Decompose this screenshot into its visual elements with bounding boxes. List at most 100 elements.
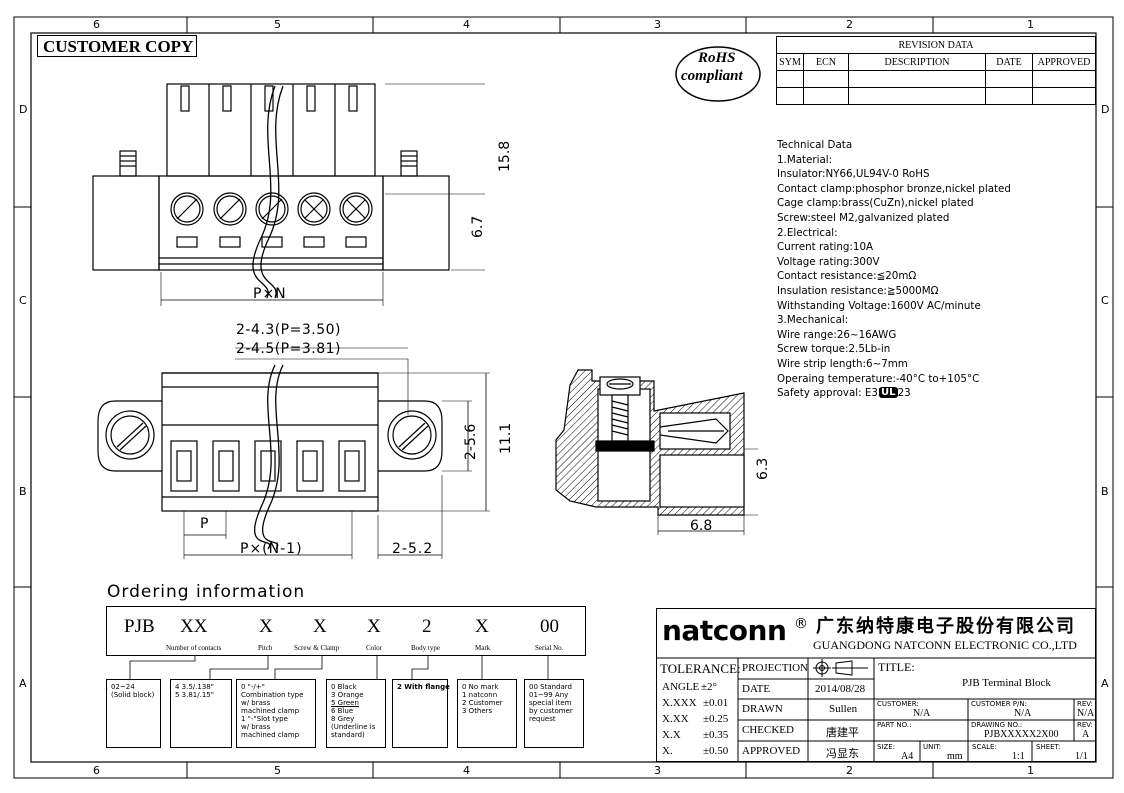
tol-0-val: ±0.50 xyxy=(703,745,729,757)
drawing-no-label: DRAWING NO.: xyxy=(971,721,1023,729)
tol-0: X. xyxy=(662,745,673,757)
option-line: 01~99 Any xyxy=(529,691,569,699)
row-mark-c: C xyxy=(19,294,27,307)
scale-value: 1:1 xyxy=(1012,751,1025,762)
customer-copy-label: CUSTOMER COPY xyxy=(37,35,197,57)
tech-line: 1.Material: xyxy=(777,153,833,166)
dim-hole-1: 2-4.3(P=3.50) xyxy=(236,322,341,338)
rev-row xyxy=(776,87,1096,105)
revision-table: REVISION DATA SYM ECN DESCRIPTION DATE A… xyxy=(776,36,1096,105)
tech-line: Wire strip length:6~7mm xyxy=(777,357,908,370)
option-line: standard) xyxy=(331,731,365,739)
section-view-drawing xyxy=(555,369,758,535)
col-mark-2: 2 xyxy=(846,18,853,31)
col-mark-2b: 2 xyxy=(846,764,853,777)
option-contacts: 02~24 (Solid block) xyxy=(106,679,161,748)
unit-label: UNIT: xyxy=(923,743,942,751)
company-en: GUANGDONG NATCONN ELECTRONIC CO.,LTD xyxy=(813,638,1077,652)
ul-mark-icon: UL xyxy=(879,387,898,398)
tol-3-val: ±0.01 xyxy=(703,697,729,709)
option-line: w/ brass xyxy=(241,699,271,707)
dim-section-w: 6.8 xyxy=(690,518,713,534)
rev-value-2: A xyxy=(1082,729,1090,740)
col-mark-3b: 3 xyxy=(654,764,661,777)
row-mark-c-r: C xyxy=(1101,294,1109,307)
dim-side-height: 11.1 xyxy=(498,422,514,454)
ordering-leaders xyxy=(129,655,549,679)
label-screw: Screw & Clamp xyxy=(294,644,340,652)
option-line: (Solid block) xyxy=(111,691,155,699)
option-line: 0 Black xyxy=(331,683,357,691)
ordering-title: Ordering information xyxy=(107,582,306,602)
brand-logo: natconn xyxy=(662,614,787,647)
customer-value: N/A xyxy=(913,708,931,719)
brand-registered: ® xyxy=(794,616,808,632)
code-mark: X xyxy=(475,616,489,637)
revision-title: REVISION DATA xyxy=(776,36,1096,54)
size-value: A4 xyxy=(901,751,914,762)
dim-span: P×(N-1) xyxy=(240,541,303,557)
tech-line: Contact clamp:phosphor bronze,nickel pla… xyxy=(777,182,1011,195)
dim-side-hole: 2-5.6 xyxy=(463,423,479,460)
sheet-label: SHEET: xyxy=(1036,743,1061,751)
rev-header-date: DATE xyxy=(985,53,1033,71)
date-value: 2014/08/28 xyxy=(815,683,866,695)
code-series: PJB xyxy=(124,616,155,637)
label-color: Color xyxy=(366,644,382,652)
approved-value: 冯显东 xyxy=(826,748,859,760)
tech-line: Contact resistance:≦20mΩ xyxy=(777,270,917,283)
option-line: 6 Blue xyxy=(331,707,354,715)
title-value: PJB Terminal Block xyxy=(962,677,1051,689)
customer-label: CUSTOMER: xyxy=(877,700,919,708)
tol-3: X.XXX xyxy=(662,697,697,709)
row-mark-a: A xyxy=(19,677,27,690)
dim-pitch: P xyxy=(200,516,209,532)
option-line: 1 "-"Slot type xyxy=(241,715,288,723)
code-serial: 00 xyxy=(540,616,559,637)
checked-label: CHECKED xyxy=(742,724,794,736)
projection-label: PROJECTION xyxy=(742,662,809,674)
code-body: 2 xyxy=(422,616,432,637)
option-line: 00 Standard xyxy=(529,683,572,691)
option-line: 3 Orange xyxy=(331,691,364,699)
tech-line: Withstanding Voltage:1600V AC/minute xyxy=(777,299,981,312)
tech-line: 2.Electrical: xyxy=(777,226,838,239)
tech-line: Insulation resistance:≧5000MΩ xyxy=(777,284,939,297)
col-mark-1: 1 xyxy=(1027,18,1034,31)
option-line: 0 No mark xyxy=(462,683,499,691)
row-mark-b-r: B xyxy=(1101,485,1109,498)
option-line: 2 With flange xyxy=(397,683,450,691)
col-mark-6: 6 xyxy=(93,18,100,31)
option-line: w/ brass xyxy=(241,723,271,731)
customer-pn-label: CUSTOMER P/N: xyxy=(971,700,1027,708)
compliant-text: compliant xyxy=(681,68,743,84)
option-color: 0 Black 3 Orange 5 Green 6 Blue 8 Grey (… xyxy=(326,679,386,748)
rev-header-description: DESCRIPTION xyxy=(848,53,986,71)
rev-label-1: REV: xyxy=(1077,700,1093,708)
tech-line: Insulator:NY66,UL94V-0 RoHS xyxy=(777,168,930,181)
tol-1-val: ±0.35 xyxy=(703,729,729,741)
option-line: 0 "-/+" xyxy=(241,683,265,691)
part-number-box xyxy=(106,606,586,656)
sheet-value: 1/1 xyxy=(1075,751,1088,762)
tol-2-val: ±0.25 xyxy=(703,713,729,725)
option-line: machined clamp xyxy=(241,731,300,739)
rev-row xyxy=(776,70,1096,88)
tol-1: X.X xyxy=(662,729,681,741)
unit-value: mm xyxy=(947,751,963,762)
label-serial: Serial No. xyxy=(535,644,564,652)
title-label: TITLE: xyxy=(878,660,915,674)
tech-line: Screw torque:2.5Lb-in xyxy=(777,343,891,356)
dim-top-height: 15.8 xyxy=(497,140,513,172)
tol-2: X.XX xyxy=(662,713,689,725)
option-line: 4 3.5/.138" xyxy=(175,683,214,691)
row-mark-a-r: A xyxy=(1101,677,1109,690)
col-mark-1b: 1 xyxy=(1027,764,1034,777)
tol-angle: ANGLE xyxy=(662,681,700,693)
scale-label: SCALE: xyxy=(972,743,997,751)
code-color: X xyxy=(367,616,381,637)
option-line: by customer xyxy=(529,707,573,715)
tech-line: Cage clamp:brass(CuZn),nickel plated xyxy=(777,197,974,210)
col-mark-6b: 6 xyxy=(93,764,100,777)
